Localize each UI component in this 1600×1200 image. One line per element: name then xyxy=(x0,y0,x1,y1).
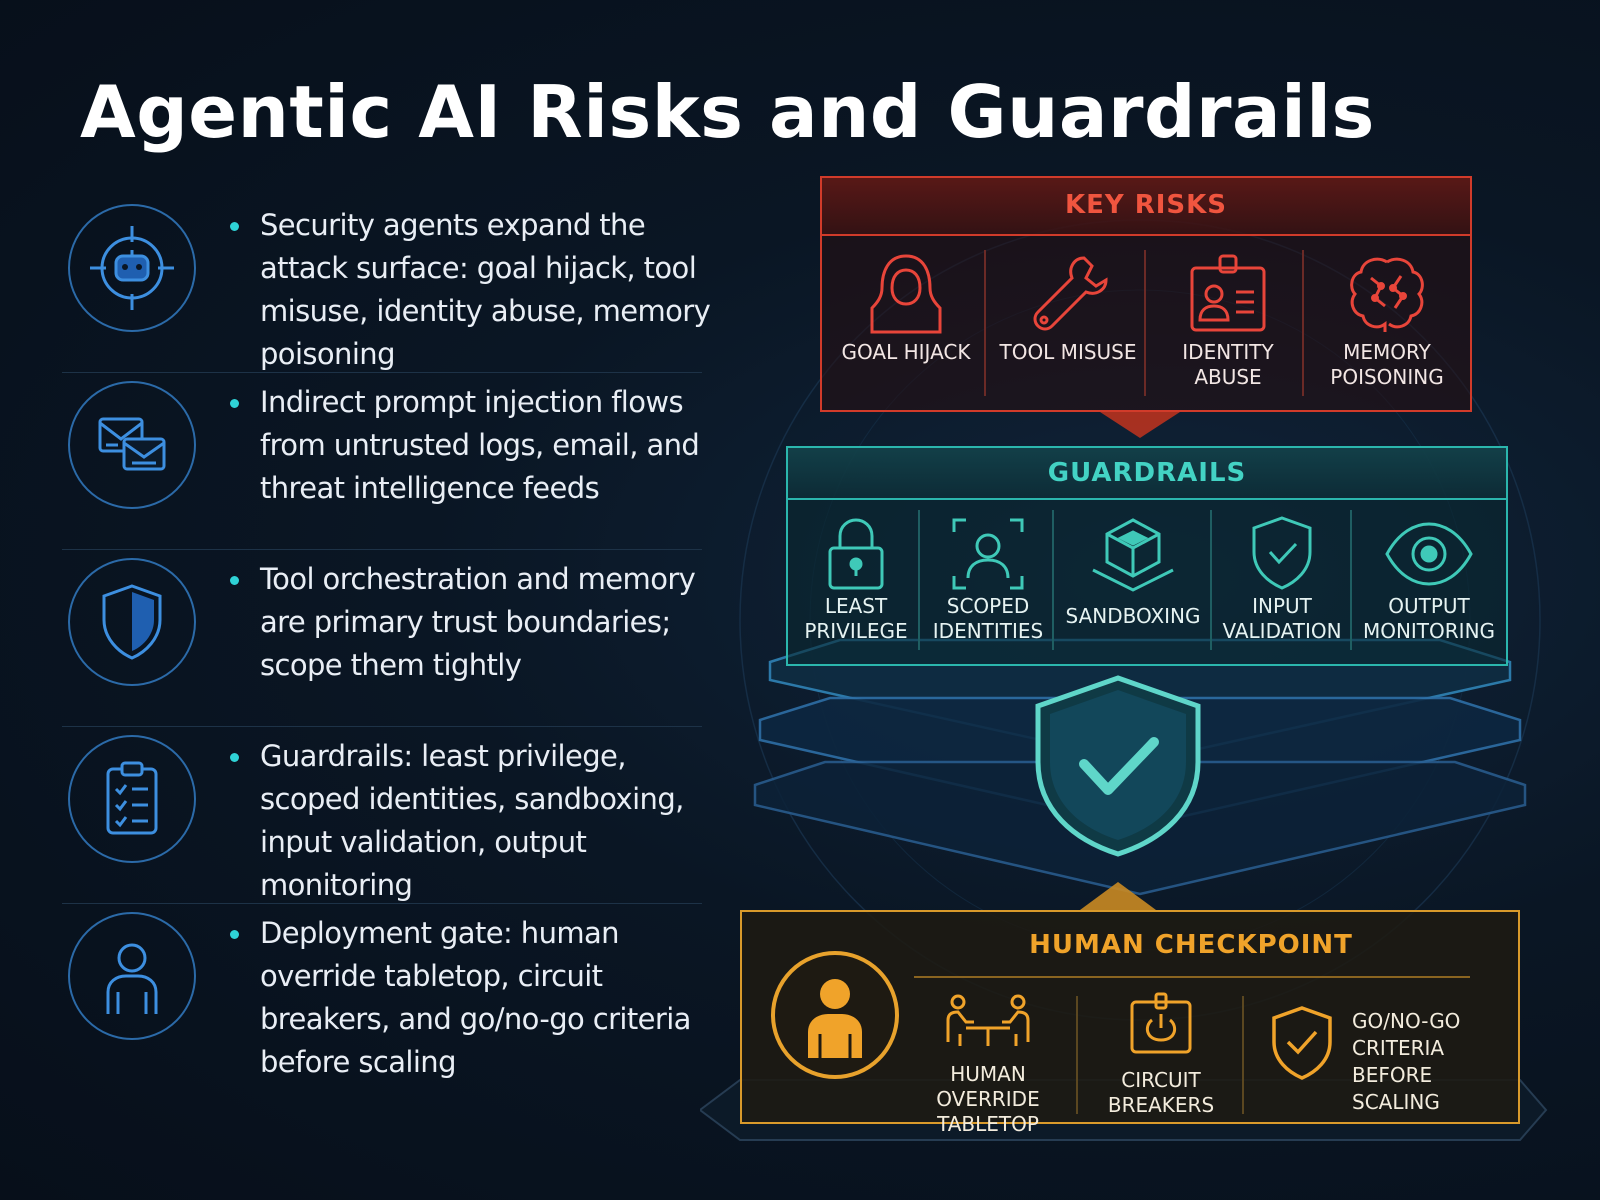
shield-check-icon xyxy=(1252,516,1312,590)
divider xyxy=(1210,510,1212,650)
person-icon xyxy=(68,912,196,1040)
risk-label: IDENTITY ABUSE xyxy=(1182,340,1274,389)
diagram-backdrop xyxy=(700,219,1548,1141)
checkpoint-override-tabletop: HUMAN OVERRIDE TABLETOP xyxy=(908,992,1068,1137)
header-rule xyxy=(914,976,1470,978)
point-text: Guardrails: least privilege, scoped iden… xyxy=(260,739,684,902)
divider xyxy=(1242,996,1244,1114)
guardrail-sandboxing: SANDBOXING xyxy=(1058,514,1208,629)
checkpoint-label: CIRCUIT BREAKERS xyxy=(1107,1068,1215,1117)
list-item: Indirect prompt injection flows from unt… xyxy=(62,373,702,550)
guardrail-scoped-identities: SCOPED IDENTITIES xyxy=(922,514,1054,644)
wrench-icon xyxy=(1033,256,1108,331)
checkpoint-label: GO/NO-GO CRITERIA BEFORE SCALING xyxy=(1352,1009,1461,1114)
bullet-dot xyxy=(230,399,239,408)
power-switch-icon xyxy=(1130,992,1192,1054)
guardrail-label: OUTPUT MONITORING xyxy=(1362,594,1496,643)
guardrail-label: INPUT VALIDATION xyxy=(1222,594,1342,643)
human-checkpoint-header: HUMAN CHECKPOINT xyxy=(1029,930,1353,960)
id-badge-icon xyxy=(1190,254,1266,332)
list-item: Deployment gate: human override tabletop… xyxy=(62,904,702,1080)
divider xyxy=(1302,250,1304,396)
padlock-icon xyxy=(828,518,884,590)
guardrail-label: LEAST PRIVILEGE xyxy=(804,594,908,643)
page-title: Agentic AI Risks and Guardrails xyxy=(80,70,1375,154)
bullet-dot xyxy=(230,222,239,231)
guardrail-stack-diagram: KEY RISKS GOAL HIJACK TOOL MISUSE xyxy=(700,150,1580,1170)
brain-icon xyxy=(1350,257,1424,332)
risk-memory-poisoning: MEMORY POISONING xyxy=(1312,248,1462,390)
key-risks-header: KEY RISKS xyxy=(822,178,1470,236)
bullet-dot xyxy=(230,930,239,939)
shield-check-icon xyxy=(1035,675,1201,857)
human-checkpoint-panel: HUMAN CHECKPOINT HUMAN OVERRIDE TABLETOP… xyxy=(740,910,1520,1136)
divider xyxy=(1076,996,1078,1114)
sandbox-cube-icon xyxy=(1092,518,1174,592)
risk-label: GOAL HIJACK xyxy=(841,340,971,364)
meeting-table-icon xyxy=(946,994,1030,1046)
divider xyxy=(984,250,986,396)
person-icon xyxy=(771,951,899,1079)
list-item: Tool orchestration and memory are primar… xyxy=(62,550,702,727)
checkpoint-label: HUMAN OVERRIDE TABLETOP xyxy=(936,1062,1040,1136)
key-risks-panel: KEY RISKS GOAL HIJACK TOOL MISUSE xyxy=(820,176,1472,412)
point-text: Indirect prompt injection flows from unt… xyxy=(260,385,700,505)
list-item: Guardrails: least privilege, scoped iden… xyxy=(62,727,702,904)
list-item: Security agents expand the attack surfac… xyxy=(62,196,711,373)
key-points-list: Security agents expand the attack surfac… xyxy=(62,196,711,1080)
point-text: Deployment gate: human override tabletop… xyxy=(260,916,691,1079)
robot-target-icon xyxy=(68,204,196,332)
bullet-dot xyxy=(230,576,239,585)
scoped-user-icon xyxy=(952,518,1024,590)
hooded-figure-icon xyxy=(870,254,942,334)
shield-check-icon xyxy=(1272,1006,1332,1080)
envelopes-icon xyxy=(68,381,196,509)
bullet-dot xyxy=(230,753,239,762)
guardrail-input-validation: INPUT VALIDATION xyxy=(1216,514,1348,644)
eye-icon xyxy=(1385,522,1473,586)
divider xyxy=(918,510,920,650)
clipboard-checklist-icon xyxy=(68,735,196,863)
point-text: Security agents expand the attack surfac… xyxy=(260,208,711,371)
risk-tool-misuse: TOOL MISUSE xyxy=(998,248,1138,365)
risk-label: TOOL MISUSE xyxy=(999,340,1137,364)
guardrails-header: GUARDRAILS xyxy=(788,448,1506,500)
point-text: Tool orchestration and memory are primar… xyxy=(260,562,696,682)
shield-icon xyxy=(68,558,196,686)
guardrail-label: SANDBOXING xyxy=(1065,604,1201,628)
risk-goal-hijack: GOAL HIJACK xyxy=(836,248,976,365)
divider xyxy=(1052,510,1054,650)
checkpoint-circuit-breakers: CIRCUIT BREAKERS xyxy=(1086,992,1236,1118)
guardrail-label: SCOPED IDENTITIES xyxy=(932,594,1044,643)
risk-label: MEMORY POISONING xyxy=(1330,340,1444,389)
guardrail-least-privilege: LEAST PRIVILEGE xyxy=(796,514,916,644)
guardrails-panel: GUARDRAILS LEAST PRIVILEGE SCOPED IDENTI… xyxy=(786,446,1508,666)
guardrail-output-monitoring: OUTPUT MONITORING xyxy=(1354,514,1504,644)
divider xyxy=(1350,510,1352,650)
risk-identity-abuse: IDENTITY ABUSE xyxy=(1158,248,1298,390)
divider xyxy=(1144,250,1146,396)
